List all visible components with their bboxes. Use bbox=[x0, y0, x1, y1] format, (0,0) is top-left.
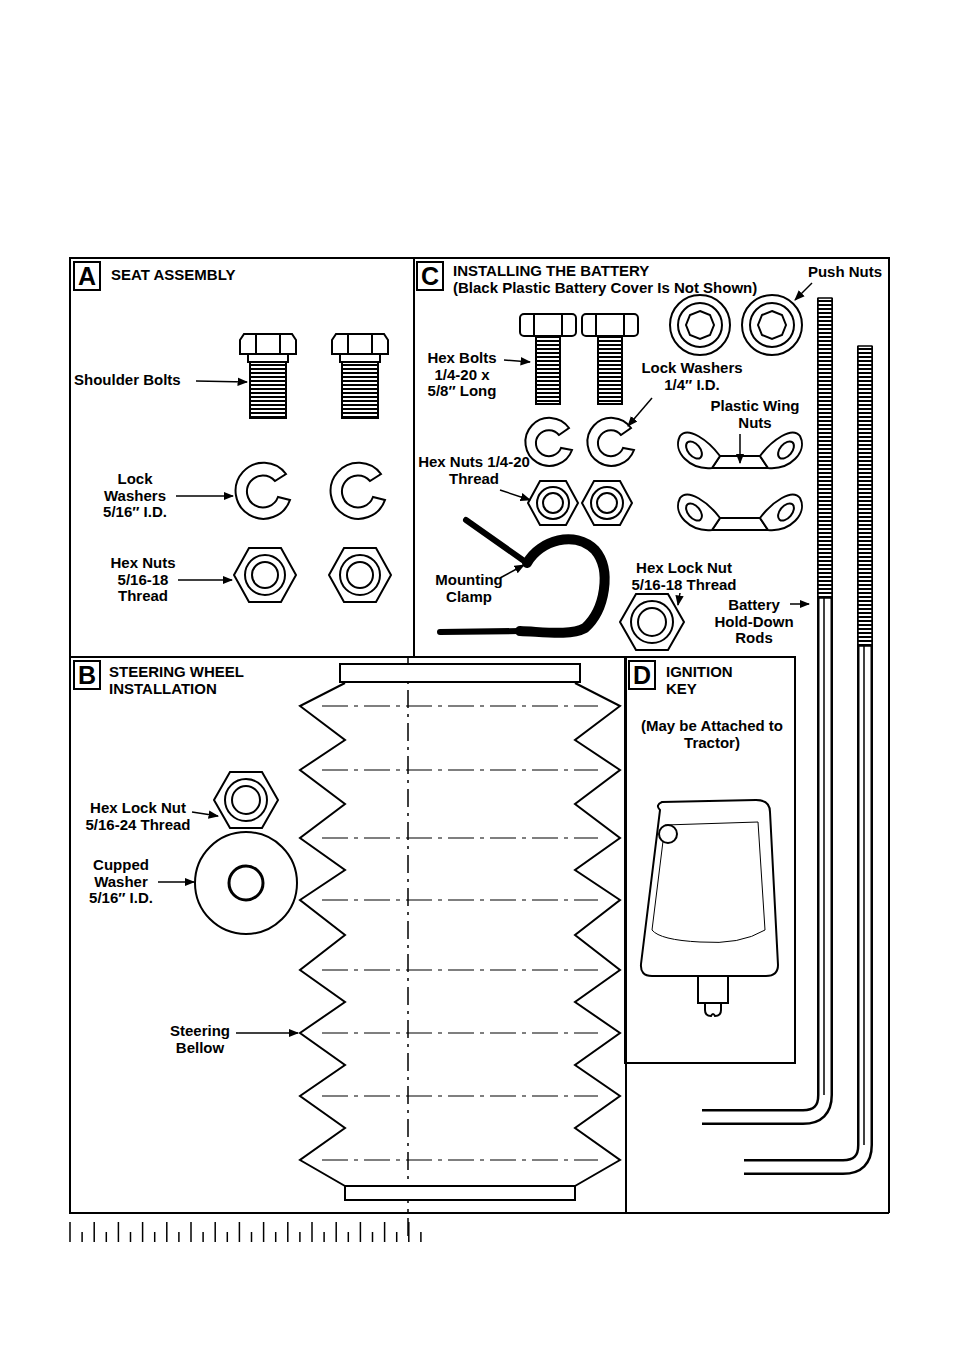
ruler-tick bbox=[130, 1232, 132, 1242]
panel-heading: IGNITION KEY bbox=[666, 664, 756, 697]
fold-line bbox=[322, 969, 598, 970]
fold-line bbox=[407, 657, 409, 1240]
part-label: Hex Nuts 1/4-20 Thread bbox=[415, 454, 533, 487]
panel-heading: STEERING WHEEL INSTALLATION bbox=[109, 664, 259, 697]
wing-nut bbox=[678, 433, 802, 531]
ruler-tick bbox=[227, 1232, 229, 1242]
part-label: Steering Bellow bbox=[160, 1023, 240, 1056]
ruler-tick bbox=[323, 1232, 325, 1242]
fold-line bbox=[322, 899, 598, 900]
ruler-tick bbox=[287, 1222, 289, 1242]
fold-line bbox=[322, 769, 598, 770]
ruler-tick bbox=[106, 1232, 108, 1242]
leader-arrows bbox=[158, 283, 812, 1033]
part-label: Battery Hold-Down Rods bbox=[711, 597, 797, 647]
ruler-tick bbox=[202, 1232, 204, 1242]
hex-nut bbox=[528, 481, 632, 525]
part-label: Hex Lock Nut 5/16-24 Thread bbox=[76, 800, 200, 833]
bellow-side bbox=[300, 683, 345, 1186]
fold-line bbox=[322, 837, 598, 838]
ruler-tick bbox=[372, 1232, 374, 1242]
fold-line bbox=[322, 1095, 598, 1096]
part-label: Push Nuts bbox=[800, 264, 890, 281]
panel-heading: INSTALLING THE BATTERY bbox=[453, 263, 713, 280]
ruler-tick bbox=[360, 1222, 362, 1242]
panel-heading: SEAT ASSEMBLY bbox=[111, 267, 361, 284]
cupped-washer bbox=[195, 832, 297, 934]
ruler-tick bbox=[275, 1232, 277, 1242]
ruler-tick bbox=[396, 1232, 398, 1242]
ruler-tick bbox=[384, 1222, 386, 1242]
ignition-key bbox=[641, 800, 778, 1016]
shoulder-bolt bbox=[240, 334, 388, 418]
ruler-tick bbox=[190, 1222, 192, 1242]
ruler-tick bbox=[93, 1222, 95, 1242]
part-label: Lock Washers 5/16″ I.D. bbox=[93, 471, 177, 521]
ruler-tick bbox=[178, 1232, 180, 1242]
lock-washer bbox=[525, 418, 634, 466]
bellow-side bbox=[575, 683, 620, 1186]
steering-bellow bbox=[300, 664, 620, 1200]
part-label: Shoulder Bolts bbox=[74, 372, 198, 389]
ruler-tick bbox=[335, 1222, 337, 1242]
ruler-tick bbox=[154, 1232, 156, 1242]
ruler-tick bbox=[251, 1232, 253, 1242]
parts-panel: B STEERING WHEEL INSTALLATION bbox=[69, 656, 627, 1214]
outer-frame bbox=[625, 657, 889, 1213]
ruler-tick bbox=[348, 1232, 350, 1242]
panel-letter: A bbox=[73, 261, 101, 291]
part-label: Cupped Washer 5/16″ I.D. bbox=[81, 857, 161, 907]
panel-letter: C bbox=[416, 261, 444, 291]
part-label: Plastic Wing Nuts bbox=[709, 398, 801, 431]
hex-nut bbox=[234, 548, 391, 602]
panel-heading: (May be Attached to Tractor) bbox=[634, 718, 790, 751]
hex-lock-nut bbox=[620, 594, 684, 650]
ruler-tick bbox=[69, 1222, 71, 1242]
part-label: Mounting Clamp bbox=[429, 572, 509, 605]
ruler-tick bbox=[263, 1222, 265, 1242]
ruler-ticks bbox=[70, 1222, 421, 1242]
fold-line bbox=[322, 1159, 598, 1160]
hex-lock-nut bbox=[214, 772, 278, 828]
fold-line bbox=[322, 1032, 598, 1033]
part-label: Hex Lock Nut 5/16-18 Thread bbox=[620, 560, 748, 593]
ruler-tick bbox=[81, 1232, 83, 1242]
part-label: Hex Nuts 5/16-18 Thread bbox=[103, 555, 183, 605]
panel-letter: D bbox=[628, 660, 656, 690]
lock-washer bbox=[236, 463, 385, 519]
fold-line bbox=[322, 705, 598, 706]
panel-letter: B bbox=[73, 660, 101, 690]
ruler-tick bbox=[420, 1232, 422, 1242]
ruler-tick bbox=[239, 1222, 241, 1242]
parts-panel: D IGNITION KEY (May be Attached to Tractor… bbox=[624, 656, 796, 1064]
ruler-tick bbox=[142, 1222, 144, 1242]
ruler-tick bbox=[299, 1232, 301, 1242]
ruler-tick bbox=[118, 1222, 120, 1242]
push-nut bbox=[670, 295, 802, 355]
part-label: Lock Washers 1/4″ I.D. bbox=[633, 360, 751, 393]
ruler-tick bbox=[214, 1222, 216, 1242]
ruler-tick bbox=[311, 1222, 313, 1242]
hex-bolt bbox=[520, 314, 638, 404]
part-label: Hex Bolts 1/4-20 x 5/8″ Long bbox=[420, 350, 504, 400]
ruler-tick bbox=[166, 1222, 168, 1242]
panel-heading: (Black Plastic Battery Cover Is Not Show… bbox=[453, 280, 823, 297]
ruler-tick bbox=[408, 1222, 410, 1242]
